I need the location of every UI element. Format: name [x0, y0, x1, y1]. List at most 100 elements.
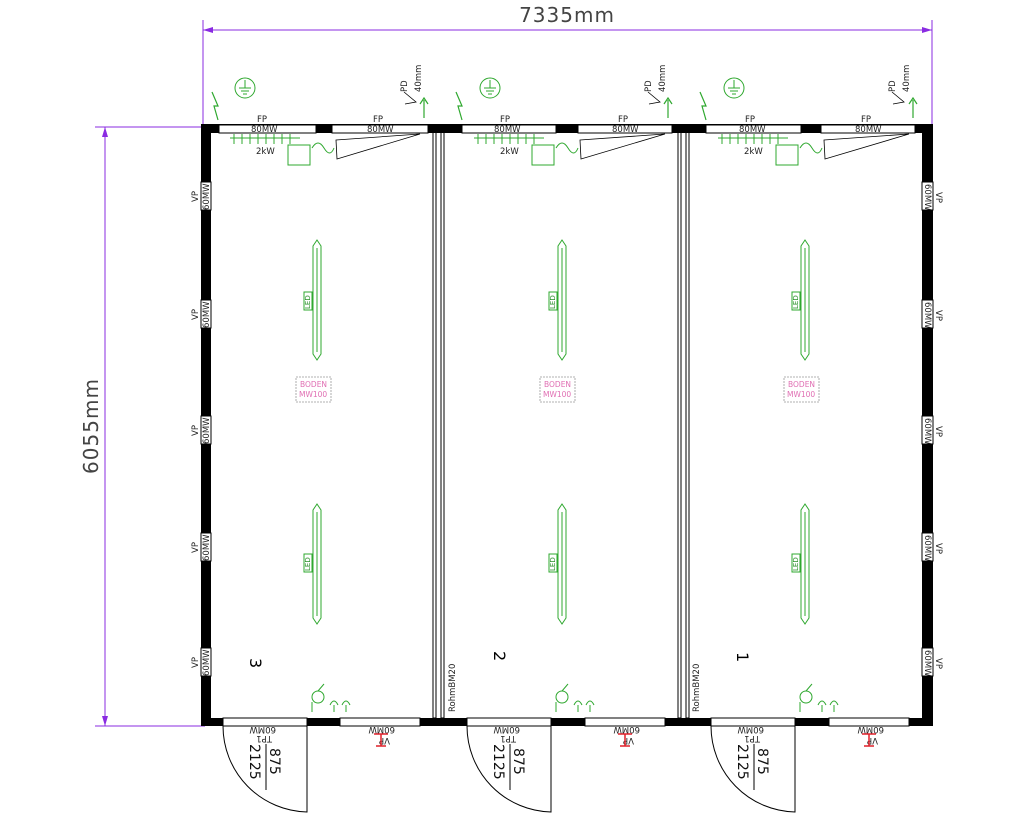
room-2-bottom-window-mw: 60MW — [613, 724, 640, 734]
room-1-window-fp-2: FP — [861, 115, 871, 125]
room-1-pd-label: PD — [888, 80, 898, 92]
room-1-window-mw-2: 80MW — [855, 125, 882, 135]
room-1-side-mw-5: 60MW — [922, 650, 932, 677]
room-1-bottom-window-vp: VP — [867, 735, 878, 745]
room-2-floor-line-1: BODEN — [544, 380, 571, 389]
room-3-side-mw-4: 60MW — [202, 534, 212, 561]
partition-a-label: RohmBM20 — [448, 664, 458, 712]
room-3-side-vp-3: VP — [191, 425, 201, 436]
room-1-side-vp-4: VP — [933, 543, 943, 554]
room-1-side-vp-3: VP — [933, 426, 943, 437]
height-dimension: 6055mm — [79, 126, 205, 727]
room-2: FP 80MW FP 80MW 2kW PD 40mm LED — [455, 65, 673, 813]
room-3-side-mw-3: 60MW — [202, 417, 212, 444]
room-2-led-1-label: LED — [549, 295, 557, 309]
room-3-heater-label: 2kW — [256, 147, 275, 157]
outer-walls — [201, 124, 933, 726]
top-wall-blocks — [203, 124, 821, 133]
room-3-side-vp-5: VP — [191, 657, 201, 668]
room-3-ground-icon — [234, 77, 256, 99]
room-1-side-vp-5: VP — [933, 658, 943, 669]
room-3-door-height: 2125 — [246, 744, 262, 780]
room-3-window-fp-1: FP — [257, 115, 267, 125]
room-2-door-tp: TP1 — [500, 733, 517, 743]
room-3-side-vp-4: VP — [191, 542, 201, 553]
room-1-pd-sub: 40mm — [902, 65, 912, 92]
room-3-led-light-2 — [303, 503, 322, 625]
room-3-bottom-window-mw: 60MW — [368, 724, 395, 734]
room-2-led-2-label: LED — [549, 557, 557, 571]
room-1-floor-box — [783, 376, 820, 403]
room-1-floor-line-1: BODEN — [788, 380, 815, 389]
room-3-door-tp: TP1 — [256, 733, 273, 743]
room-2-valve-icon — [618, 733, 632, 747]
room-2-door-swing — [466, 725, 552, 813]
room-3-socket-icon — [311, 683, 351, 712]
room-3-side-mw-5: 60MW — [202, 649, 212, 676]
room-3-valve-icon — [374, 733, 388, 747]
room-3-side-vp-1: VP — [191, 191, 201, 202]
room-1-led-1-label: LED — [792, 295, 800, 309]
room-3-pd: PD 40mm — [400, 65, 429, 118]
room-3-side-vp-2: VP — [191, 309, 201, 320]
room-1-door-swing — [710, 725, 796, 813]
room-3-bottom-window-vp: VP — [379, 735, 390, 745]
room-1-side-mw-2: 60MW — [922, 302, 932, 329]
room-2-bottom-window-vp: VP — [623, 735, 634, 745]
room-1-heater — [718, 134, 823, 166]
room-1-side-mw-4: 60MW — [922, 535, 932, 562]
room-1-pd: PD 40mm — [888, 65, 918, 118]
room-2-ground-icon — [479, 77, 501, 99]
room-1-power-lead-icon — [699, 91, 707, 121]
room-3-number: 3 — [246, 658, 265, 668]
room-2-window-mw-1: 80MW — [494, 125, 521, 135]
room-2-door-width: 875 — [510, 748, 526, 775]
width-dimension: 7335mm — [202, 3, 933, 128]
room-3-floor-line-2: MW100 — [299, 390, 327, 399]
room-3-side-mw-2: 60MW — [202, 301, 212, 328]
room-3-window-mw-1: 80MW — [251, 125, 278, 135]
room-1-door-tp: TP1 — [744, 733, 761, 743]
room-3-door-swing — [222, 725, 308, 813]
partition-wall-a: RohmBM20 — [432, 129, 458, 719]
room-1-door-width: 875 — [754, 748, 770, 775]
room-2-pd-label: PD — [644, 80, 654, 92]
room-1-side-windows — [921, 181, 934, 677]
room-2-window-fp-2: FP — [618, 115, 628, 125]
room-1-socket-icon — [799, 683, 839, 712]
room-2-led-light-2 — [548, 503, 567, 625]
room-2-power-lead-icon — [455, 91, 463, 121]
room-3-floor-line-1: BODEN — [300, 380, 327, 389]
room-3-led-1-label: LED — [304, 295, 312, 309]
room-1-door-mw: 60MW — [737, 724, 764, 734]
room-1-side-vp-2: VP — [933, 310, 943, 321]
room-3-side-mw-1: 60MW — [202, 183, 212, 210]
room-2-socket-icon — [555, 683, 595, 712]
room-1-number: 1 — [733, 652, 752, 662]
room-1-led-light-1 — [791, 239, 810, 361]
room-3-power-lead-icon — [211, 91, 219, 121]
room-2-led-light-1 — [548, 239, 567, 361]
room-2-heater — [474, 134, 579, 166]
room-1-heater-label: 2kW — [744, 147, 763, 157]
room-3-pd-sub: 40mm — [414, 65, 424, 92]
room-3-side-windows — [200, 181, 212, 677]
room-3-door-mw: 60MW — [249, 724, 276, 734]
partition-b-label: RohmBM20 — [692, 664, 702, 712]
room-1-ground-icon — [723, 77, 745, 99]
room-1-led-2-label: LED — [792, 557, 800, 571]
room-1-window-fp-1: FP — [745, 115, 755, 125]
room-1-floor-line-2: MW100 — [787, 390, 815, 399]
room-3-pd-label: PD — [400, 80, 410, 92]
room-1-side-mw-1: 60MW — [922, 184, 932, 211]
room-1-bottom-window-mw: 60MW — [857, 724, 884, 734]
room-1-side-vp-1: VP — [933, 192, 943, 203]
room-2-floor-line-2: MW100 — [543, 390, 571, 399]
height-dimension-label: 6055mm — [79, 378, 103, 474]
room-3-heater — [230, 134, 335, 166]
room-2-door-mw: 60MW — [493, 724, 520, 734]
room-1-led-light-2 — [791, 503, 810, 625]
room-3-led-2-label: LED — [304, 557, 312, 571]
room-1-valve-icon — [862, 733, 876, 747]
